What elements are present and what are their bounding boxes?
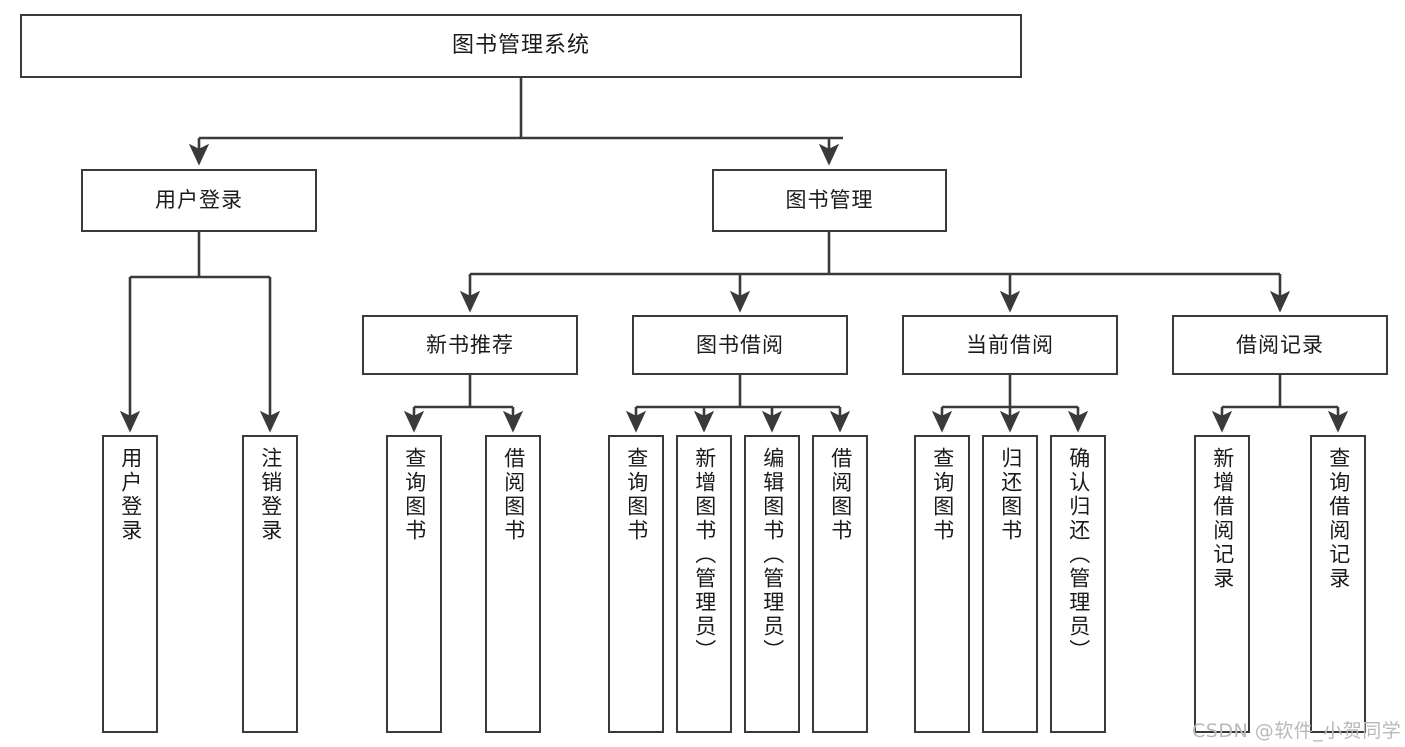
csdn-watermark: CSDN @软件_小贺同学: [1192, 720, 1402, 742]
leaf-borrow-edit-book-admin[interactable]: 编辑图书（管理员）: [744, 435, 800, 733]
node-label: 图书管理: [785, 188, 874, 213]
node-current-borrowing[interactable]: 当前借阅: [902, 315, 1118, 375]
node-label: 查询借阅记录: [1326, 447, 1351, 591]
node-label: 新书推荐: [426, 332, 514, 357]
node-book-management[interactable]: 图书管理: [712, 169, 947, 232]
node-label: 新增借阅记录: [1210, 447, 1235, 591]
node-label: 借阅图书: [828, 447, 853, 543]
leaf-user-logout[interactable]: 注销登录: [242, 435, 298, 733]
node-book-borrowing[interactable]: 图书借阅: [632, 315, 848, 375]
leaf-record-query-borrow-record[interactable]: 查询借阅记录: [1310, 435, 1366, 733]
leaf-borrow-borrow-books[interactable]: 借阅图书: [812, 435, 868, 733]
leaf-user-login[interactable]: 用户登录: [102, 435, 158, 733]
node-label: 注销登录: [258, 447, 283, 543]
node-borrowing-record[interactable]: 借阅记录: [1172, 315, 1388, 375]
node-label: 图书借阅: [696, 332, 784, 357]
leaf-current-return-books[interactable]: 归还图书: [982, 435, 1038, 733]
node-label: 图书管理系统: [451, 33, 590, 59]
node-label: 确认归还（管理员）: [1066, 447, 1091, 663]
node-label: 查询图书: [930, 447, 955, 543]
node-label: 归还图书: [998, 447, 1023, 543]
node-label: 借阅图书: [501, 447, 526, 543]
node-label: 借阅记录: [1236, 332, 1324, 357]
node-label: 当前借阅: [966, 332, 1054, 357]
node-root-book-management-system[interactable]: 图书管理系统: [20, 14, 1022, 78]
node-label: 编辑图书（管理员）: [760, 447, 785, 663]
leaf-borrow-query-books[interactable]: 查询图书: [608, 435, 664, 733]
leaf-newbook-borrow-books[interactable]: 借阅图书: [485, 435, 541, 733]
leaf-record-add-borrow-record[interactable]: 新增借阅记录: [1194, 435, 1250, 733]
leaf-current-confirm-return-admin[interactable]: 确认归还（管理员）: [1050, 435, 1106, 733]
node-label: 查询图书: [624, 447, 649, 543]
leaf-borrow-add-book-admin[interactable]: 新增图书（管理员）: [676, 435, 732, 733]
node-label: 用户登录: [118, 447, 143, 543]
leaf-newbook-query-books[interactable]: 查询图书: [386, 435, 442, 733]
node-label: 新增图书（管理员）: [692, 447, 717, 663]
node-new-book-recommendation[interactable]: 新书推荐: [362, 315, 578, 375]
node-label: 用户登录: [155, 188, 243, 213]
node-user-login[interactable]: 用户登录: [81, 169, 317, 232]
node-label: 查询图书: [402, 447, 427, 543]
leaf-current-query-books[interactable]: 查询图书: [914, 435, 970, 733]
